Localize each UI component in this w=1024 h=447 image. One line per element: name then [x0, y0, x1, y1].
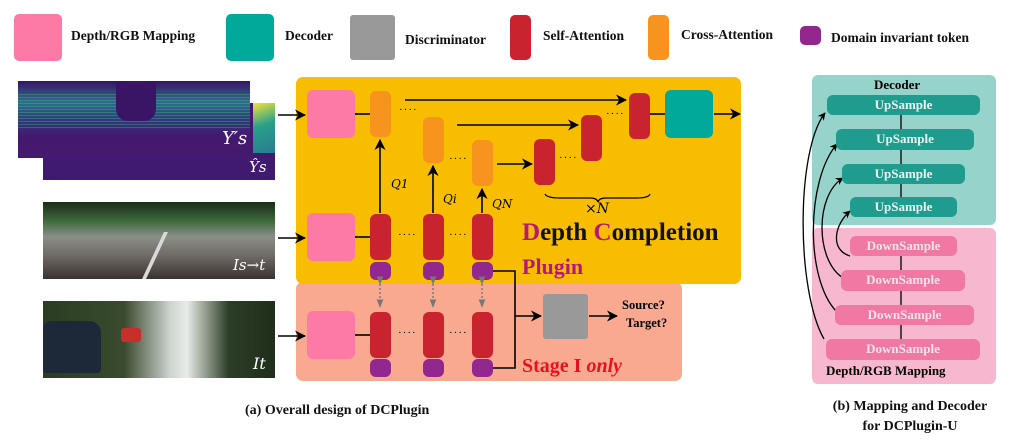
plugin-title-line2: Plugin	[522, 254, 584, 279]
downsample-block-3: DownSample	[835, 305, 974, 325]
discriminator-output-source: Source?	[622, 298, 665, 312]
caption-b-line1: (b) Mapping and Decoder	[832, 399, 988, 414]
decoder-block	[665, 90, 713, 138]
domain-token-source-n	[472, 262, 493, 280]
domain-token-target-n	[472, 359, 493, 377]
query-label-n: QN	[492, 197, 513, 211]
image-source-to-target	[43, 202, 275, 279]
legend-swatch-decoder	[226, 14, 274, 61]
skip-connection-2	[821, 177, 844, 279]
legend-swatch-discriminator	[350, 15, 395, 60]
repeat-brace	[544, 193, 651, 203]
legend-swatch-domain-token	[800, 26, 821, 45]
cross-attention-block-1	[370, 91, 391, 137]
downsample-block-2: DownSample	[841, 270, 965, 291]
discriminator-block	[543, 294, 588, 339]
rgb-mapping-block-target	[307, 311, 355, 359]
legend-label-self-attention: Self-Attention	[543, 28, 624, 43]
plugin-title: Depth Completion	[522, 219, 719, 247]
rgb-mapping-block-source	[307, 213, 355, 261]
token-to-discriminator-line	[493, 270, 516, 369]
caption-a: (a) Overall design of DCPlugin	[245, 403, 430, 418]
depth-sparse-gap	[116, 81, 156, 121]
self-attention-block-target-i	[423, 312, 444, 358]
upsample-block-4: UpSample	[850, 197, 957, 217]
car-dark	[43, 321, 101, 373]
discriminator-output-target: Target?	[626, 316, 668, 330]
cross-attention-block-n	[472, 140, 493, 186]
upsample-block-1: UpSample	[827, 95, 980, 115]
skip-connection-1	[835, 210, 851, 257]
dots-row1-d: ····	[606, 108, 625, 120]
image-target	[43, 301, 275, 378]
dots-row1-b: ····	[449, 153, 468, 165]
domain-token-source-1	[370, 262, 391, 280]
legend-label-discriminator: Discriminator	[405, 32, 486, 47]
cross-attention-block-i	[423, 117, 444, 163]
domain-token-source-i	[423, 262, 444, 280]
repeat-label: ×N	[585, 201, 609, 217]
legend-swatch-cross-attention	[648, 15, 669, 60]
upsample-block-3: UpSample	[842, 164, 965, 184]
depth-pred-label: Ŷs	[249, 158, 267, 176]
legend-label-mapping: Depth/RGB Mapping	[71, 28, 196, 43]
caption-b-line2: for DCPlugin-U	[862, 419, 958, 434]
decoder-self-attention-block-1	[534, 139, 555, 185]
dots-row2-b: ····	[449, 229, 468, 241]
depth-mapping-block	[307, 90, 355, 138]
dots-row1-a: ····	[399, 104, 418, 116]
self-attention-block-source-1	[370, 214, 391, 260]
domain-token-target-i	[423, 359, 444, 377]
plugin-title-d: D	[522, 219, 541, 246]
self-attention-block-target-n	[472, 312, 493, 358]
query-label-1: Q1	[391, 177, 409, 191]
legend-swatch-self-attention	[510, 15, 531, 60]
skip-connection-4	[802, 112, 826, 340]
dots-row2-a: ····	[398, 229, 417, 241]
image-source-to-target-label: Is→t	[233, 256, 266, 274]
stage-label: Stage I only	[522, 355, 622, 378]
domain-token-target-1	[370, 359, 391, 377]
self-attention-block-source-n	[472, 214, 493, 260]
legend-label-decoder: Decoder	[285, 28, 333, 43]
plugin-title-ompletion: ompletion	[611, 219, 719, 246]
decoder-title: Decoder	[874, 77, 921, 92]
dots-row3-a: ····	[398, 327, 417, 339]
upsample-block-2: UpSample	[836, 129, 974, 150]
legend-label-cross-attention: Cross-Attention	[681, 27, 773, 42]
decoder-self-attention-block-2	[581, 115, 602, 161]
decoder-self-attention-block-n	[629, 93, 650, 139]
image-target-label: It	[253, 354, 266, 373]
stage-label-main: Stage I	[522, 355, 587, 377]
legend-swatch-mapping	[14, 14, 62, 61]
query-label-i: Qi	[443, 192, 457, 206]
dots-row1-c: ····	[559, 152, 578, 164]
downsample-block-4: DownSample	[826, 339, 980, 360]
self-attention-block-target-1	[370, 312, 391, 358]
depth-sparse-image	[18, 81, 250, 158]
stage-label-only: only	[586, 355, 623, 377]
legend-label-domain-token: Domain invariant token	[831, 30, 970, 45]
dots-row3-b: ····	[449, 327, 468, 339]
downsample-block-1: DownSample	[850, 236, 957, 256]
car-red	[121, 328, 141, 342]
skip-connection-3	[812, 143, 838, 313]
depth-pred-highlight	[253, 103, 275, 153]
plugin-title-epth: epth	[540, 219, 594, 246]
plugin-title-c: C	[593, 219, 612, 246]
depth-sparse-label: Y′s	[222, 128, 248, 149]
self-attention-block-source-i	[423, 214, 444, 260]
mapping-title: Depth/RGB Mapping	[826, 363, 946, 378]
